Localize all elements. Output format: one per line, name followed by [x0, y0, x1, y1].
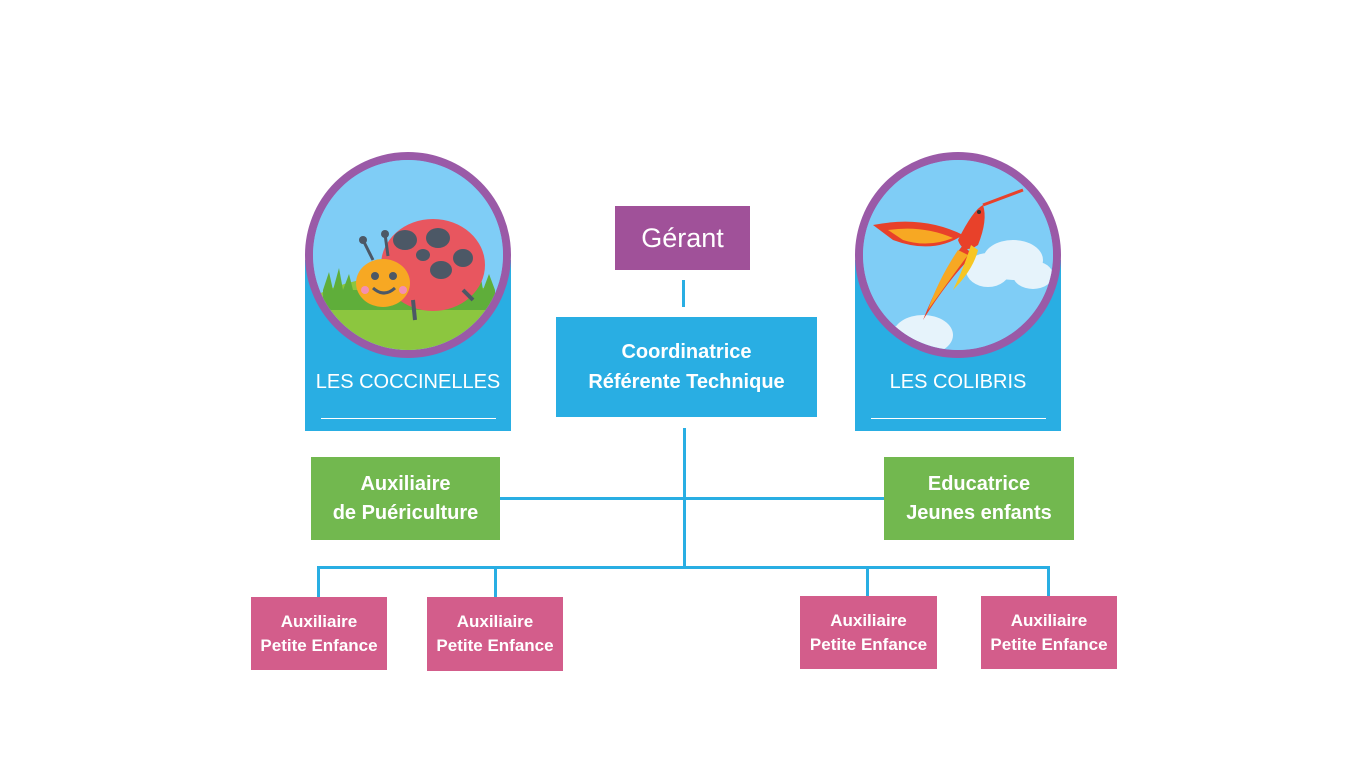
node-coordinatrice-line2: Référente Technique [588, 371, 785, 393]
connector-drop-4 [1047, 566, 1050, 597]
node-petite-enfance-3: Auxiliaire Petite Enfance [800, 596, 937, 669]
ladybug-icon [305, 152, 511, 358]
group-coccinelles-underline [321, 418, 496, 419]
connector-middle-horizontal [500, 497, 886, 500]
connector-bottom-horizontal [317, 566, 1050, 569]
node-gerant-label: Gérant [641, 222, 724, 253]
node-petite-enfance-4-line1: Auxiliaire [1010, 610, 1088, 630]
node-educatrice-line1: Educatrice [927, 472, 1031, 495]
group-colibris-underline [871, 418, 1046, 419]
connector-drop-1 [317, 566, 320, 597]
node-petite-enfance-1-line2: Petite Enfance [260, 635, 378, 655]
node-auxiliaire-puericulture: Auxiliaire de Puériculture [311, 457, 500, 540]
node-auxiliaire-puericulture-line2: de Puériculture [332, 501, 479, 524]
node-educatrice-line2: Jeunes enfants [906, 501, 1052, 524]
node-petite-enfance-3-line1: Auxiliaire [830, 610, 907, 630]
node-gerant: Gérant [615, 206, 750, 270]
connector-gerant-coordinatrice [682, 280, 685, 307]
node-petite-enfance-4-line2: Petite Enfance [990, 634, 1108, 654]
node-petite-enfance-1: Auxiliaire Petite Enfance [251, 597, 387, 670]
node-coordinatrice: Coordinatrice Référente Technique [556, 317, 817, 417]
hummingbird-icon [855, 152, 1061, 358]
connector-drop-3 [866, 566, 869, 597]
node-auxiliaire-puericulture-line1: Auxiliaire [360, 472, 451, 495]
node-petite-enfance-3-line2: Petite Enfance [809, 634, 928, 654]
node-educatrice: Educatrice Jeunes enfants [884, 457, 1074, 540]
node-petite-enfance-1-line1: Auxiliaire [280, 611, 358, 631]
node-petite-enfance-2: Auxiliaire Petite Enfance [427, 597, 563, 671]
node-petite-enfance-2-line1: Auxiliaire [456, 612, 534, 631]
group-colibris-label: LES COLIBRIS [889, 371, 1027, 393]
node-coordinatrice-line1: Coordinatrice [621, 341, 752, 363]
connector-drop-2 [494, 566, 497, 597]
node-petite-enfance-2-line2: Petite Enfance [436, 636, 554, 655]
group-coccinelles-label: LES COCCINELLES [315, 371, 501, 393]
node-petite-enfance-4: Auxiliaire Petite Enfance [981, 596, 1117, 669]
